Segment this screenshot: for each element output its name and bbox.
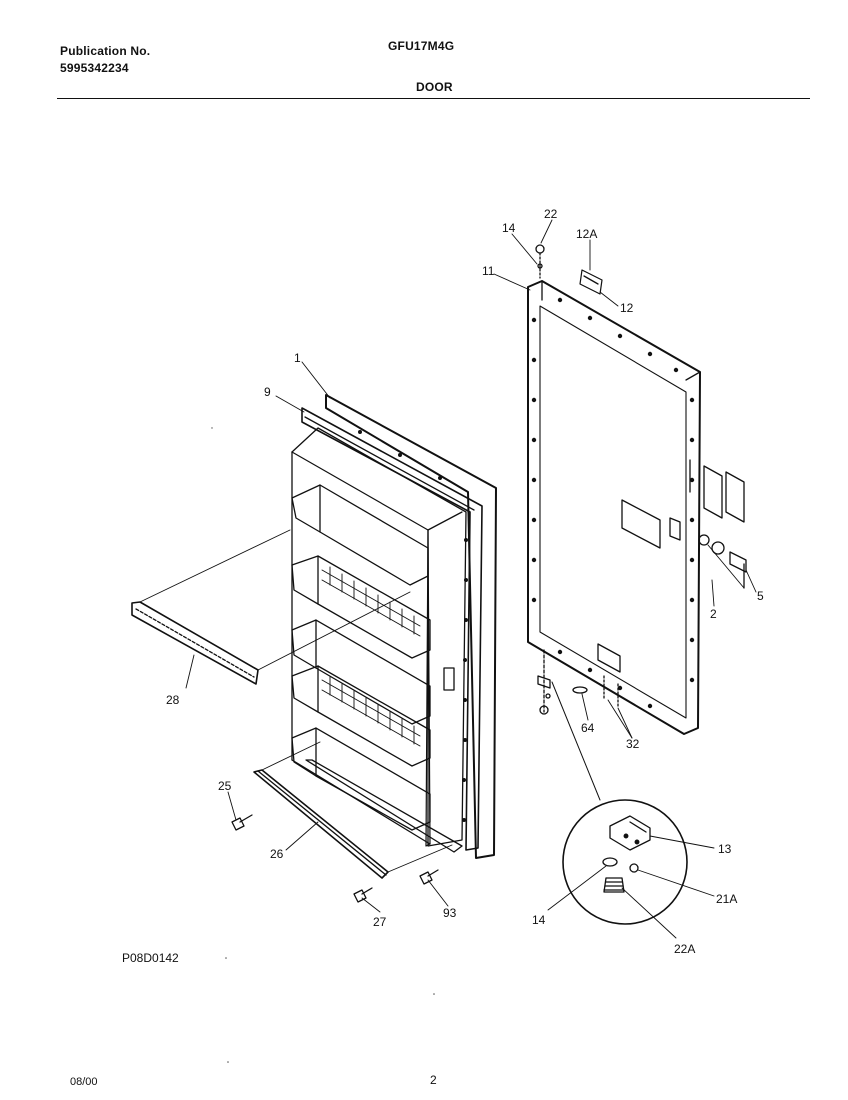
publication-number: 5995342234 bbox=[60, 61, 129, 75]
section-title: DOOR bbox=[416, 80, 453, 94]
leader-lines bbox=[185, 219, 757, 939]
callout-28: 28 bbox=[166, 693, 180, 707]
shelf-rail bbox=[131, 529, 411, 685]
outer-door-frame bbox=[527, 280, 701, 735]
callout-12A: 12A bbox=[576, 227, 597, 241]
callout-27: 27 bbox=[373, 915, 387, 929]
callout-5: 5 bbox=[757, 589, 764, 603]
callout-1: 1 bbox=[294, 351, 301, 365]
screw-25 bbox=[231, 814, 253, 831]
callout-2: 2 bbox=[710, 607, 717, 621]
door-liner-assembly bbox=[291, 394, 497, 859]
callout-32: 32 bbox=[626, 737, 640, 751]
door-gasket bbox=[301, 407, 483, 851]
inner-liner bbox=[291, 451, 431, 847]
page-number: 2 bbox=[430, 1073, 437, 1087]
callout-64: 64 bbox=[581, 721, 595, 735]
model-number: GFU17M4G bbox=[388, 39, 455, 53]
callout-12: 12 bbox=[620, 301, 634, 315]
callout-22: 22 bbox=[544, 207, 558, 221]
diagram-code: P08D0142 bbox=[122, 951, 179, 965]
callout-14-detail: 14 bbox=[532, 913, 546, 927]
callout-26: 26 bbox=[270, 847, 284, 861]
callout-25: 25 bbox=[218, 779, 232, 793]
scan-specks bbox=[211, 427, 435, 1063]
bottom-trim bbox=[253, 741, 453, 879]
screw-93 bbox=[419, 869, 439, 885]
callout-11: 11 bbox=[482, 264, 495, 278]
publication-label: Publication No. bbox=[60, 44, 151, 58]
callout-21A: 21A bbox=[716, 892, 737, 906]
publication-date: 08/00 bbox=[70, 1076, 98, 1088]
callout-14: 14 bbox=[502, 221, 516, 235]
header-rule bbox=[57, 98, 810, 99]
door-outer-panel bbox=[325, 394, 497, 859]
screw-27 bbox=[353, 887, 373, 903]
hinge-detail-inset bbox=[551, 681, 688, 925]
callout-labels: 1 9 28 25 26 27 93 22 14 12A 11 12 5 2 6… bbox=[166, 207, 764, 956]
callout-13: 13 bbox=[718, 842, 732, 856]
callout-22A: 22A bbox=[674, 942, 695, 956]
callout-93: 93 bbox=[443, 906, 457, 920]
callout-9: 9 bbox=[264, 385, 271, 399]
door-outer-assembly bbox=[527, 244, 747, 735]
